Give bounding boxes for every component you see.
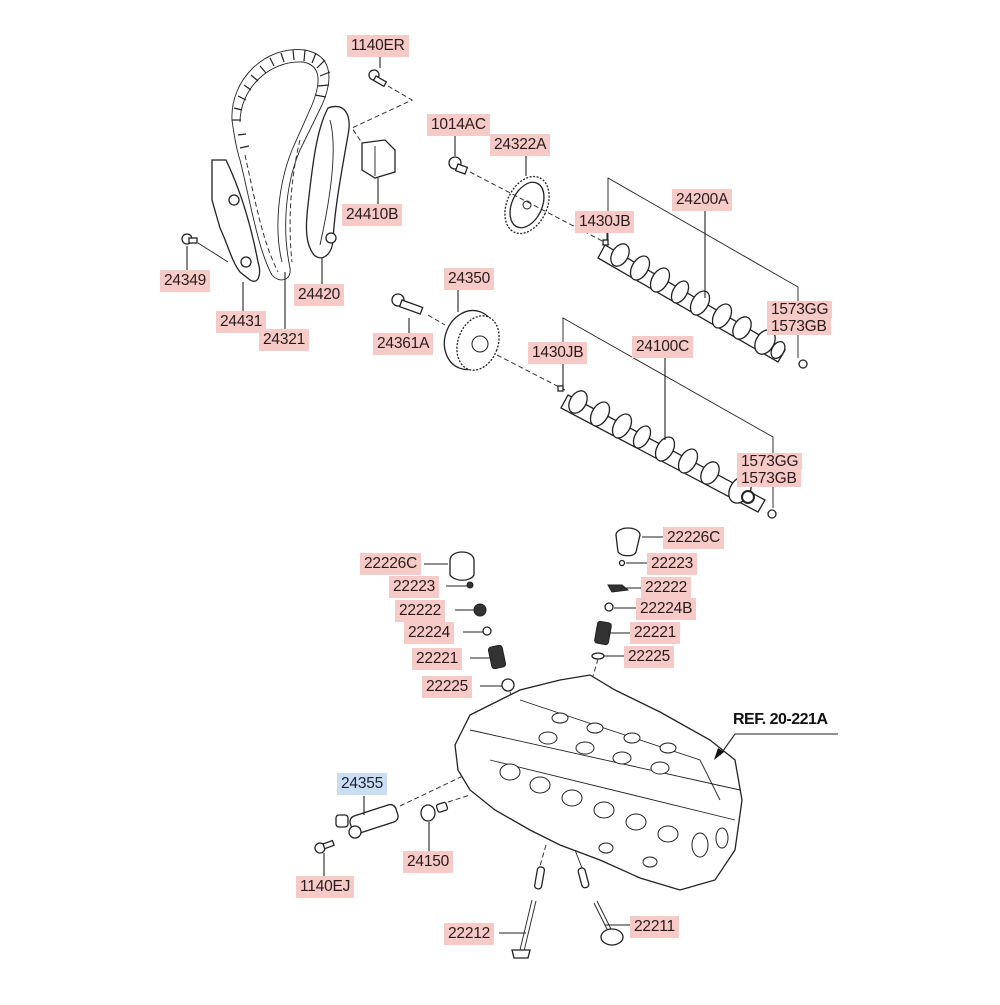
label-22226C-right[interactable]: 22226C (663, 527, 725, 549)
label-1573GB-top[interactable]: 1573GB (767, 318, 831, 335)
label-24349[interactable]: 24349 (160, 270, 211, 292)
label-22221-left[interactable]: 22221 (412, 648, 463, 670)
sprocket-bolt-shape (448, 156, 469, 175)
cvvt-shape (443, 309, 500, 371)
label-24361A[interactable]: 24361A (373, 333, 434, 355)
label-24200A[interactable]: 24200A (672, 189, 733, 211)
label-24410B[interactable]: 24410B (342, 204, 403, 226)
label-1014AC[interactable]: 1014AC (427, 114, 490, 136)
tensioner-bolt-shape (368, 69, 388, 88)
label-1140EJ[interactable]: 1140EJ (296, 876, 355, 898)
label-1430JB-top[interactable]: 1430JB (575, 211, 635, 233)
label-1140ER[interactable]: 1140ER (347, 35, 409, 57)
tensioner-arm-shape (305, 105, 350, 259)
intake-camshaft-shape (560, 390, 766, 513)
ocv-filter-shape (420, 801, 449, 822)
cvvt-bolt-shape (391, 293, 424, 315)
ocv-bolt-shape (314, 839, 335, 854)
reference-note: REF. 20-221A (733, 711, 828, 728)
label-22212[interactable]: 22212 (444, 923, 495, 945)
label-22226C-left[interactable]: 22226C (360, 553, 422, 575)
label-1573GG-top[interactable]: 1573GG (767, 301, 833, 318)
left-valve-stack (449, 551, 515, 692)
tensioner-body-shape (361, 139, 396, 179)
chain-guide-shape (211, 159, 261, 282)
label-24431[interactable]: 24431 (216, 311, 267, 333)
label-22225-right[interactable]: 22225 (624, 646, 675, 668)
label-22224[interactable]: 22224 (404, 622, 455, 644)
label-22211[interactable]: 22211 (630, 916, 679, 938)
exhaust-valve-shape (511, 866, 546, 959)
label-1573GB-bottom[interactable]: 1573GB (737, 470, 801, 487)
label-22223-right[interactable]: 22223 (647, 553, 698, 575)
label-24100C[interactable]: 24100C (632, 336, 694, 358)
label-22221-right[interactable]: 22221 (630, 622, 681, 644)
label-22225-left[interactable]: 22225 (422, 676, 473, 698)
label-24150[interactable]: 24150 (403, 851, 454, 873)
label-22224B[interactable]: 22224B (636, 598, 697, 620)
exhaust-camshaft-shape (597, 243, 786, 363)
label-24355[interactable]: 24355 (337, 773, 388, 795)
label-24321[interactable]: 24321 (259, 329, 310, 351)
label-22222-left[interactable]: 22222 (395, 600, 446, 622)
label-24420[interactable]: 24420 (294, 284, 345, 306)
label-22223-left[interactable]: 22223 (389, 576, 440, 598)
ocv-shape (335, 803, 399, 839)
label-24350[interactable]: 24350 (444, 268, 495, 290)
label-1430JB-bottom[interactable]: 1430JB (528, 342, 588, 364)
label-24322A[interactable]: 24322A (490, 134, 551, 156)
timing-chain (231, 49, 331, 281)
intake-valve-shape (577, 867, 624, 946)
guide-bolt-shape (181, 233, 198, 245)
label-1573GG-bottom[interactable]: 1573GG (737, 453, 803, 470)
right-valve-stack (591, 527, 641, 660)
cylinder-head-shape (454, 674, 743, 891)
label-22222-right[interactable]: 22222 (641, 577, 692, 599)
exhaust-sprocket-shape (504, 175, 550, 235)
